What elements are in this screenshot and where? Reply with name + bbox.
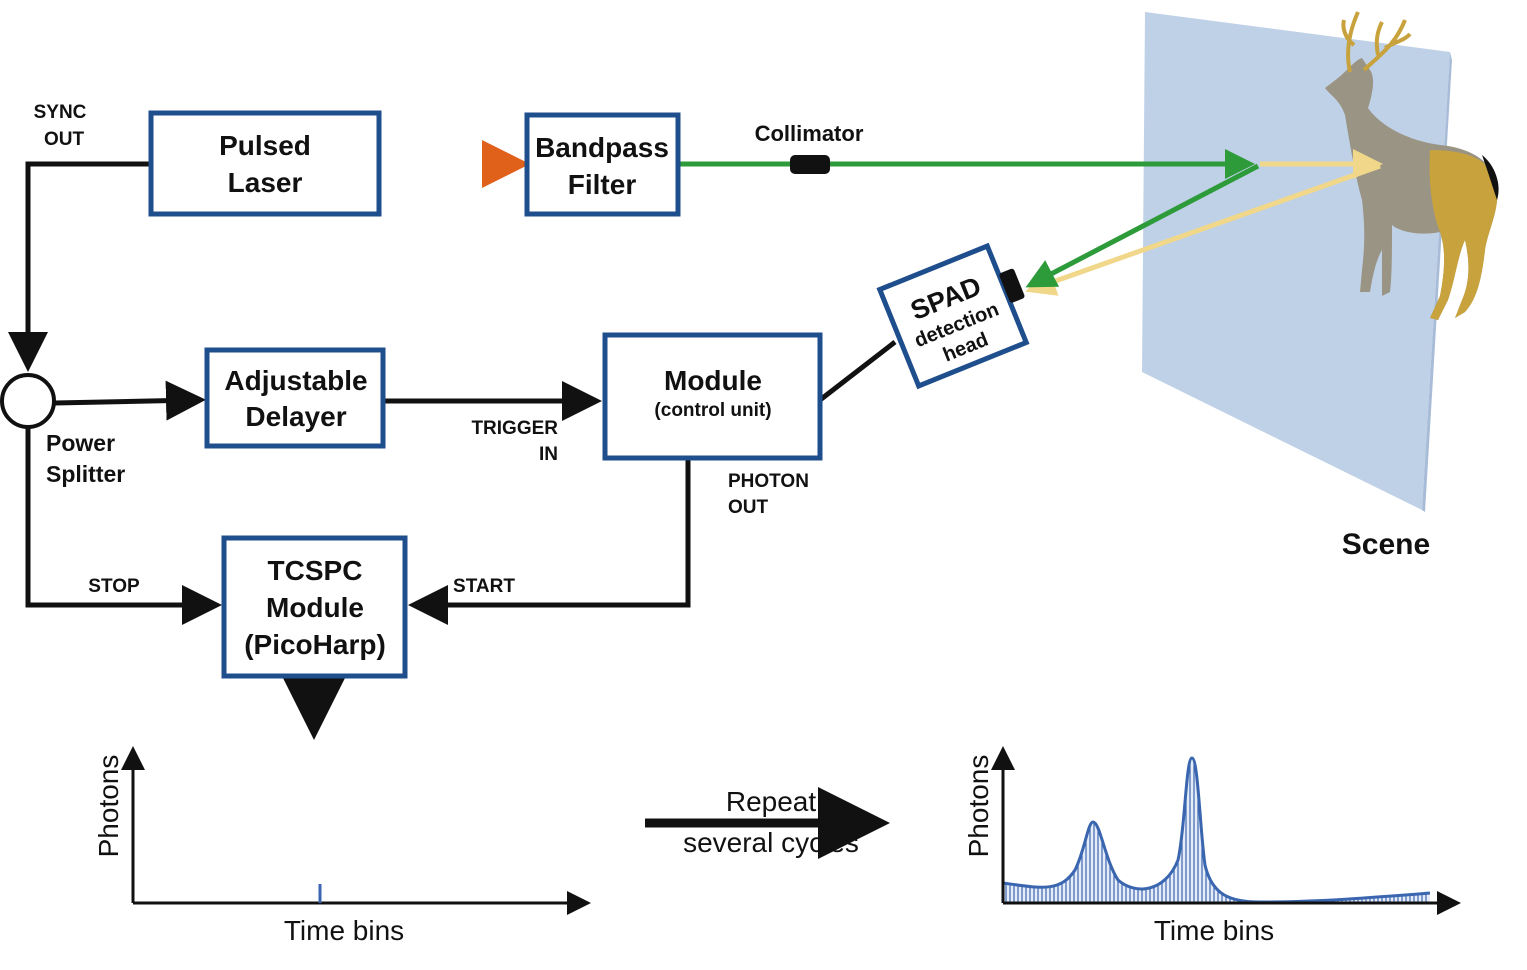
module-sublabel: (control unit) — [654, 400, 771, 421]
accumulated-area — [1003, 758, 1430, 903]
histogram-accumulated: Time bins Photons — [963, 746, 1461, 946]
photon-out-label-2: OUT — [728, 497, 769, 518]
pulsed-laser-box — [148, 110, 382, 217]
trigger-in-label-2: IN — [539, 444, 558, 465]
return-yellow-beam — [1025, 163, 1381, 296]
bandpass-filter-box — [524, 112, 681, 217]
module-to-spad-wire — [818, 340, 897, 402]
scene-label: Scene — [1342, 528, 1430, 561]
power-splitter-icon — [0, 373, 56, 429]
photon-out-label-1: PHOTON — [728, 471, 809, 492]
tcspc-module-box — [221, 535, 408, 679]
module-label: Module — [664, 365, 762, 396]
pulsed-laser-label-2: Laser — [228, 167, 303, 198]
start-label: START — [453, 576, 515, 597]
power-splitter-label-2: Splitter — [46, 461, 125, 487]
repeat-sublabel: several cycles — [683, 827, 859, 858]
stop-wire — [25, 428, 222, 625]
deer-icon — [1325, 11, 1499, 320]
pulsed-laser-label-1: Pulsed — [219, 130, 311, 161]
splitter-to-delayer-wire — [54, 380, 206, 421]
return-green-beam — [1025, 163, 1260, 288]
adjustable-delayer-label-1: Adjustable — [224, 365, 367, 396]
stop-label: STOP — [88, 576, 140, 597]
sync-out-label-2: OUT — [44, 129, 85, 150]
bandpass-filter-label-1: Bandpass — [535, 132, 669, 163]
spad-detection-head: SPAD detection head — [876, 242, 1030, 390]
bandpass-filter-label-2: Filter — [568, 169, 637, 200]
trigger-in-label-1: TRIGGER — [471, 418, 558, 439]
repeat-label: Repeat — [726, 786, 817, 817]
scene-plane — [1142, 12, 1450, 510]
collimator — [790, 155, 830, 174]
sync-out-label-1: SYNC — [34, 102, 87, 123]
sync-out-wire — [8, 161, 150, 372]
spad-sensor — [999, 268, 1025, 303]
collimator-label: Collimator — [755, 121, 864, 146]
power-splitter-label-1: Power — [46, 430, 115, 456]
tcspc-label-2: Module — [266, 592, 364, 623]
module-box — [602, 332, 823, 461]
histogram-single-shot: Time bins Photons — [93, 746, 591, 946]
right-xlabel: Time bins — [1154, 915, 1274, 946]
accumulated-curve — [1002, 756, 1431, 904]
start-wire — [408, 460, 691, 625]
tcspc-label-3: (PicoHarp) — [244, 629, 386, 660]
adjustable-delayer-box — [204, 347, 386, 449]
left-ylabel: Photons — [93, 755, 124, 858]
right-ylabel: Photons — [963, 755, 994, 858]
left-xlabel: Time bins — [284, 915, 404, 946]
adjustable-delayer-label-2: Delayer — [245, 401, 346, 432]
tcspc-label-1: TCSPC — [268, 555, 363, 586]
